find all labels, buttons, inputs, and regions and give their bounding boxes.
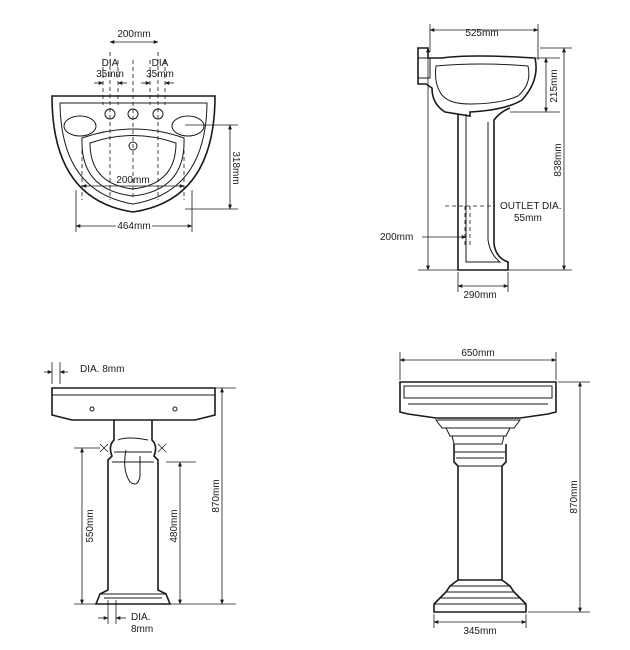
dim-outlet-label: OUTLET DIA. — [500, 201, 562, 212]
dim-plan-width: 464mm — [117, 221, 150, 232]
dim-bottom-value: 8mm — [131, 624, 153, 635]
dim-right-dia-label: DIA — [152, 58, 169, 69]
pedestal-side-inner — [465, 114, 502, 263]
top-view: 200mm DIA 35mm DIA 35mm 200mm 318mm 464m… — [51, 29, 241, 234]
bowl-inner-plan — [89, 135, 177, 190]
soap-dish-right — [171, 115, 205, 137]
bowl-outline-plan — [81, 128, 185, 197]
dim-front-width: 650mm — [461, 348, 494, 359]
dim-inner-height: 480mm — [169, 509, 180, 542]
basin-side-bowl — [435, 63, 530, 105]
dim-front-base-width: 345mm — [463, 626, 496, 637]
dim-taps-spacing: 200mm — [117, 29, 150, 40]
dim-bowl-width: 200mm — [116, 175, 149, 186]
rear-view: DIA. 8mm 550mm 480mm 870mm DIA. 8mm — [44, 362, 236, 635]
front-pedestal-base — [433, 579, 527, 613]
dim-outlet-value: 55mm — [514, 213, 542, 224]
basin-side-outline — [417, 47, 537, 117]
dim-left-dia-label: DIA — [102, 58, 119, 69]
basin-inner-outline-plan — [59, 102, 208, 205]
basin-outline-plan — [51, 95, 216, 213]
dim-bottom-label: DIA. — [131, 612, 150, 623]
dim-left-dia-value: 35mm — [96, 69, 124, 80]
dim-basin-height: 215mm — [549, 69, 560, 102]
dim-outlet-height: 200mm — [380, 232, 413, 243]
dim-plan-depth: 318mm — [230, 151, 241, 184]
front-pedestal-column — [453, 444, 507, 581]
soap-dish-left — [63, 115, 97, 137]
dim-front-height: 870mm — [569, 480, 580, 513]
front-pedestal-capital — [435, 419, 521, 445]
waste-hole-plan — [128, 141, 138, 151]
dim-base-depth: 290mm — [463, 290, 496, 301]
rear-pedestal — [94, 420, 172, 605]
front-basin — [399, 381, 557, 419]
dim-right-dia-value: 35mm — [146, 69, 174, 80]
dim-side-top-depth: 525mm — [465, 28, 498, 39]
wall-bracket — [418, 57, 431, 79]
rear-basin — [51, 387, 216, 421]
dim-overall-height: 838mm — [553, 143, 564, 176]
dim-top-hole: DIA. 8mm — [80, 364, 124, 375]
dim-rear-height: 870mm — [211, 479, 222, 512]
dim-fix-height: 550mm — [85, 509, 96, 542]
side-view: 525mm 215mm 838mm OUTLET DIA. 55mm 200mm… — [380, 24, 572, 301]
fixing-cross-left — [99, 443, 109, 453]
front-view: 650mm 870mm 345mm — [399, 348, 590, 637]
rear-trap — [124, 449, 141, 485]
fixing-cross-right — [157, 443, 167, 453]
pedestal-side — [457, 107, 511, 271]
